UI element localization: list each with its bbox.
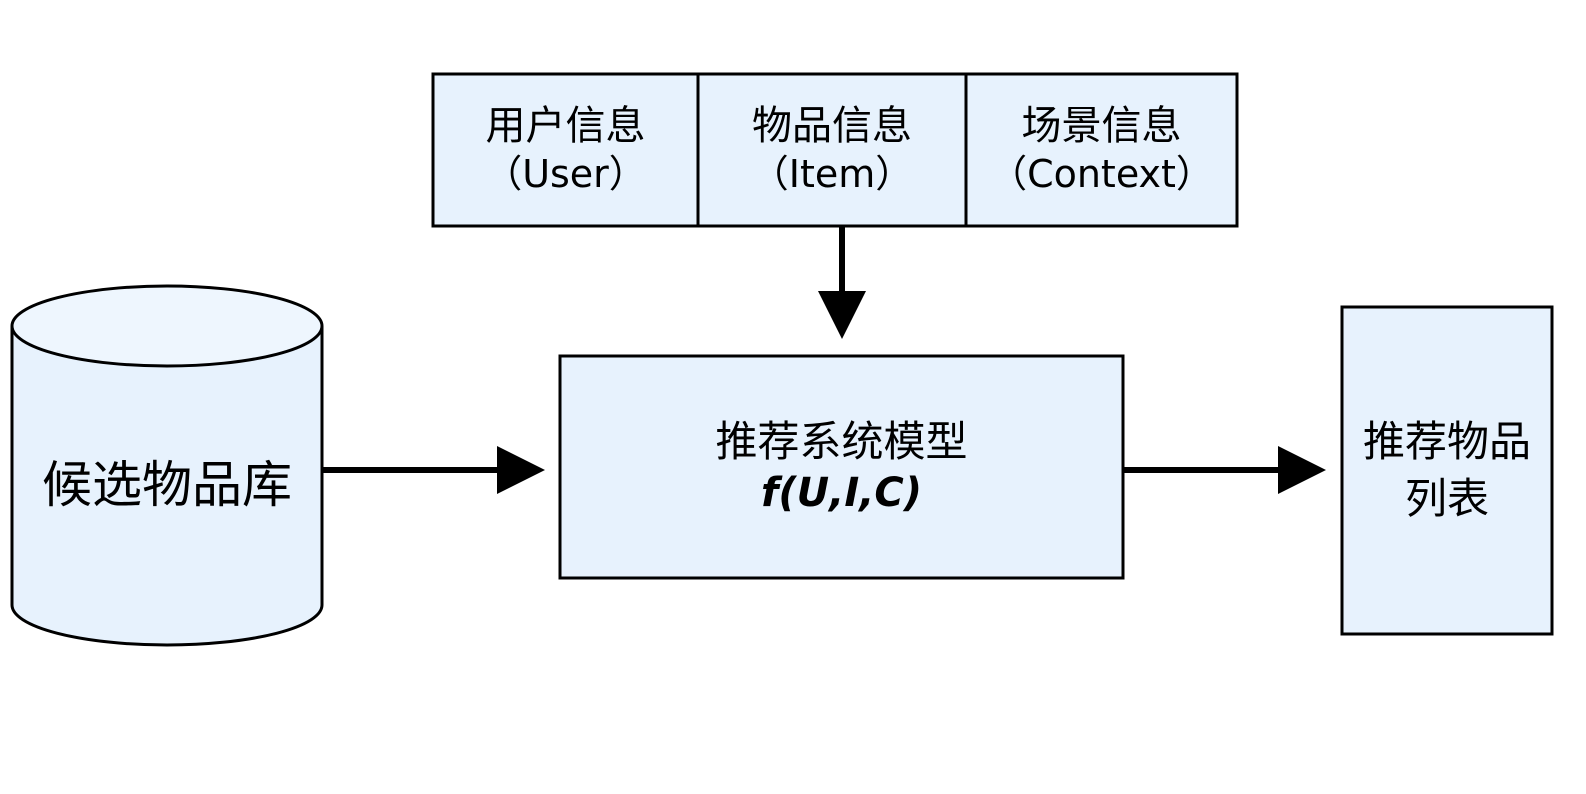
output-list-label: 推荐物品 列表 xyxy=(1342,307,1552,634)
output-list-box xyxy=(1340,305,1554,636)
cylinder-body xyxy=(10,326,324,647)
context-info-subtitle: （Context） xyxy=(989,152,1214,197)
item-info-title: 物品信息 xyxy=(752,103,912,150)
candidate-db-title: 候选物品库 xyxy=(42,456,292,515)
context-info-label: 场景信息 （Context） xyxy=(966,74,1237,226)
candidate-db-cylinder xyxy=(10,284,324,647)
user-info-title: 用户信息 xyxy=(485,103,646,150)
item-info-label: 物品信息 （Item） xyxy=(698,74,966,226)
candidate-db-label: 候选物品库 xyxy=(12,366,322,605)
model-label: 推荐系统模型 f(U,I,C) xyxy=(560,356,1123,578)
user-info-box xyxy=(431,72,700,228)
context-info-box xyxy=(964,72,1239,228)
output-line-1: 推荐物品 xyxy=(1362,416,1531,466)
user-info-label: 用户信息 （User） xyxy=(433,74,698,226)
item-info-subtitle: （Item） xyxy=(750,152,914,197)
model-title: 推荐系统模型 xyxy=(715,416,968,466)
context-info-title: 场景信息 xyxy=(1021,103,1182,150)
cylinder-top xyxy=(10,284,324,368)
output-line-2: 列表 xyxy=(1404,473,1489,523)
user-info-subtitle: （User） xyxy=(484,152,647,197)
item-info-box xyxy=(696,72,968,228)
model-formula: f(U,I,C) xyxy=(760,470,923,517)
